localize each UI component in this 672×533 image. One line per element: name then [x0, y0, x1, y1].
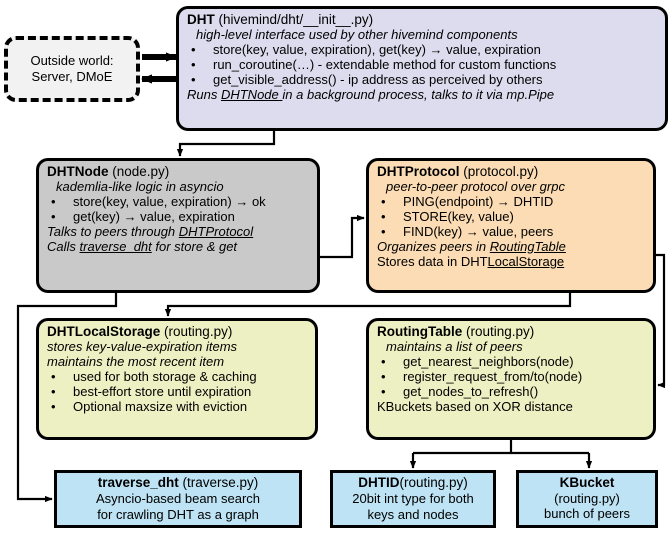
dhtnode-bullet-0: •store(key, value, expiration) → ok — [51, 194, 266, 209]
dhtprotocol-bullet-1-text: STORE(key, value) — [403, 209, 514, 224]
node-outside-world[interactable]: Outside world: Server, DMoE — [4, 36, 140, 102]
dht-bullet-0: •store(key, value, expiration), get(key)… — [191, 42, 541, 57]
dhtprotocol-bullet-0: •PING(endpoint) → DHTID — [381, 194, 554, 209]
dhtprotocol-footer1-link-routingtable[interactable]: RoutingTable — [489, 239, 566, 254]
routingtable-name: RoutingTable — [377, 324, 463, 339]
traverse-line-2: Asyncio-based beam search — [95, 491, 261, 507]
dhtnode-footer2-pre: Calls — [47, 239, 80, 254]
routingtable-bullet-0-text: get_nearest_neighbors(node) — [403, 354, 574, 369]
routingtable-bullet-0: •get_nearest_neighbors(node) — [381, 354, 574, 369]
dhtprotocol-bullet-2: •FIND(key) → value, peers — [381, 224, 554, 239]
dhtnode-title: DHTNode (node.py) — [47, 164, 311, 179]
dhtprotocol-bullet-1: •STORE(key, value) — [381, 209, 514, 224]
localstorage-bullet-2: •Optional maxsize with eviction — [51, 399, 248, 414]
routingtable-bullet-1: •register_request_from/to(node) — [381, 369, 583, 384]
node-dhtprotocol[interactable]: DHTProtocol (protocol.py) peer-to-peer p… — [366, 158, 656, 293]
localstorage-bullet-0: •used for both storage & caching — [51, 369, 257, 384]
dhtprotocol-module: (protocol.py) — [463, 164, 539, 179]
node-dhtnode[interactable]: DHTNode (node.py) kademlia-like logic in… — [36, 158, 320, 293]
routingtable-module: (routing.py) — [466, 324, 535, 339]
routingtable-subtitle: maintains a list of peers — [386, 339, 523, 354]
dht-footer-pre: Runs — [187, 87, 221, 102]
dht-module: (hivemind/dht/__init__.py) — [218, 12, 374, 27]
dhtid-line-3: keys and nodes — [367, 507, 459, 523]
dhtprotocol-footer2-link-localstorage[interactable]: LocalStorage — [487, 254, 565, 269]
routingtable-bullet-1-text: register_request_from/to(node) — [403, 369, 583, 384]
dht-bullet-1: •run_coroutine(…) - extendable method fo… — [191, 57, 557, 72]
localstorage-bullet-0-text: used for both storage & caching — [73, 369, 257, 384]
localstorage-subtitle-1: stores key-value-expiration items — [47, 339, 238, 354]
dht-footer-post: in a background process, talks to it via… — [282, 87, 555, 102]
localstorage-bullet-1-text: best-effort store until expiration — [73, 384, 252, 399]
dhtprotocol-bullet-0-text: PING(endpoint) → DHTID — [403, 194, 554, 209]
node-dhtlocalstorage[interactable]: DHTLocalStorage (routing.py) stores key-… — [36, 318, 318, 440]
dhtprotocol-subtitle: peer-to-peer protocol over grpc — [386, 179, 565, 194]
kbucket-module: (routing.py) — [554, 490, 620, 506]
localstorage-bullet-1: •best-effort store until expiration — [51, 384, 252, 399]
dhtprotocol-footer-2: Stores data in DHTLocalStorage — [377, 254, 647, 269]
traverse-name: traverse_dht — [97, 475, 179, 490]
dhtprotocol-footer1-pre: Organizes peers in — [377, 239, 490, 254]
kbucket-line-3: bunch of peers — [543, 506, 630, 522]
dhtnode-bullet-0-text: store(key, value, expiration) → ok — [73, 194, 266, 209]
localstorage-subtitle-2: maintains the most recent item — [47, 354, 225, 369]
dhtid-name: DHTID — [358, 475, 400, 490]
dht-bullet-0-text: store(key, value, expiration), get(key) … — [213, 42, 541, 57]
localstorage-module: (routing.py) — [164, 324, 233, 339]
localstorage-bullet-2-text: Optional maxsize with eviction — [73, 399, 248, 414]
dhtprotocol-title: DHTProtocol (protocol.py) — [377, 164, 647, 179]
dhtnode-name: DHTNode — [47, 164, 109, 179]
dhtprotocol-footer2-pre: Stores data in DHT — [377, 254, 488, 269]
dhtnode-module: (node.py) — [112, 164, 170, 179]
routingtable-title: RoutingTable (routing.py) — [377, 324, 647, 339]
dhtprotocol-footer-1: Organizes peers in RoutingTable — [377, 239, 647, 254]
node-routingtable[interactable]: RoutingTable (routing.py) maintains a li… — [366, 318, 656, 440]
dhtnode-footer2-link-traverse-dht[interactable]: traverse_dht — [79, 239, 152, 254]
kbucket-name: KBucket — [559, 475, 615, 490]
dht-bullet-1-text: run_coroutine(…) - extendable method for… — [213, 57, 557, 72]
dhtnode-footer-1: Talks to peers through DHTProtocol — [47, 224, 311, 239]
node-kbucket[interactable]: KBucket (routing.py) bunch of peers — [516, 470, 658, 528]
dhtid-line-2: 20bit int type for both — [352, 491, 474, 507]
routingtable-bullet-2-text: get_nodes_to_refresh() — [403, 384, 539, 399]
dhtnode-footer1-link-dhtprotocol[interactable]: DHTProtocol — [178, 224, 254, 239]
dhtnode-footer2-post: for store & get — [151, 239, 238, 254]
dht-bullet-2: •get_visible_address() - ip address as p… — [191, 72, 543, 87]
dhtprotocol-name: DHTProtocol — [377, 164, 460, 179]
outside-world-line1: Outside world: — [30, 52, 114, 68]
routingtable-bullet-2: •get_nodes_to_refresh() — [381, 384, 539, 399]
routingtable-footer: KBuckets based on XOR distance — [377, 399, 573, 414]
localstorage-title: DHTLocalStorage (routing.py) — [47, 324, 309, 339]
traverse-title: traverse_dht (traverse.py) — [61, 475, 295, 491]
dhtnode-footer1-pre: Talks to peers through — [47, 224, 179, 239]
dht-title: DHT (hivemind/dht/__init__.py) — [187, 12, 659, 27]
dhtnode-bullet-1-text: get(key) → value, expiration — [73, 209, 235, 224]
dhtnode-bullet-1: •get(key) → value, expiration — [51, 209, 235, 224]
traverse-module: (traverse.py) — [182, 475, 259, 490]
dht-footer-link-dhtnode[interactable]: DHTNode — [220, 87, 283, 102]
dhtnode-subtitle: kademlia-like logic in asyncio — [56, 179, 224, 194]
outside-world-line2: Server, DMoE — [31, 69, 113, 84]
dht-name: DHT — [187, 12, 215, 27]
dhtid-title: DHTID(routing.py) — [337, 475, 489, 491]
node-dhtid[interactable]: DHTID(routing.py) 20bit int type for bot… — [330, 470, 496, 528]
kbucket-title: KBucket — [523, 475, 651, 491]
traverse-line-3: for crawling DHT as a graph — [97, 507, 259, 523]
node-dht[interactable]: DHT (hivemind/dht/__init__.py) high-leve… — [176, 6, 668, 131]
dhtprotocol-bullet-2-text: FIND(key) → value, peers — [403, 224, 554, 239]
localstorage-name: DHTLocalStorage — [47, 324, 161, 339]
outside-world-text: Outside world: Server, DMoE — [30, 53, 113, 86]
dhtid-module: (routing.py) — [399, 475, 468, 490]
dht-footer: Runs DHTNode in a background process, ta… — [187, 87, 659, 102]
dht-bullet-2-text: get_visible_address() - ip address as pe… — [213, 72, 543, 87]
dhtnode-footer-2: Calls traverse_dht for store & get — [47, 239, 311, 254]
dht-subtitle: high-level interface used by other hivem… — [196, 27, 518, 42]
node-traverse-dht[interactable]: traverse_dht (traverse.py) Asyncio-based… — [54, 470, 302, 528]
